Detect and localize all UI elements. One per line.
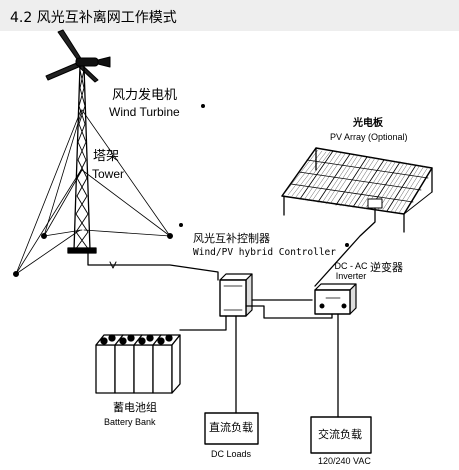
controller-label-zh: 风光互补控制器 <box>193 232 270 245</box>
pv-array <box>281 147 433 233</box>
ac-load-box-text: 交流负载 <box>318 428 362 441</box>
battery-label-en: Battery Bank <box>104 417 156 427</box>
inverter-label-zh: 逆变器 <box>370 261 403 274</box>
dot-mark <box>201 104 205 108</box>
controller-label-en: Wind/PV hybrid Controller <box>193 247 336 258</box>
dc-load-box <box>204 412 259 445</box>
dc-load-label-en: DC Loads <box>211 449 252 459</box>
inverter-label-en: DC - AC Inverter <box>334 261 368 281</box>
lattice-tower <box>67 65 97 254</box>
section-header: 4.2 风光互补离网工作模式 <box>0 0 459 31</box>
pv-array-label-en: PV Array (Optional) <box>330 132 408 142</box>
pv-array-label-zh: 光电板 <box>353 118 383 129</box>
guy-anchor <box>167 233 173 239</box>
dc-load-box-text: 直流负载 <box>209 421 253 434</box>
guy-anchor <box>41 233 47 239</box>
section-title: 4.2 风光互补离网工作模式 <box>10 10 177 26</box>
inverter-box <box>314 283 357 315</box>
dot-mark <box>179 223 183 227</box>
tower-label-zh: 塔架 <box>93 149 120 164</box>
battery-bank <box>95 334 181 394</box>
guy-anchor <box>13 271 19 277</box>
ac-load-box <box>310 416 372 454</box>
wind-turbine-label-en: Wind Turbine <box>109 105 180 119</box>
tower-label-en: Tower <box>92 167 125 181</box>
ac-load-label-en: 120/240 VAC <box>318 456 371 466</box>
battery-label-zh: 蓄电池组 <box>113 401 157 414</box>
wind-turbine-label-zh: 风力发电机 <box>112 88 178 103</box>
controller-box <box>219 273 253 317</box>
dot-mark <box>345 243 349 247</box>
wiring <box>87 207 376 418</box>
wind-turbine-rotor <box>45 29 111 83</box>
guy-wires <box>15 109 171 275</box>
